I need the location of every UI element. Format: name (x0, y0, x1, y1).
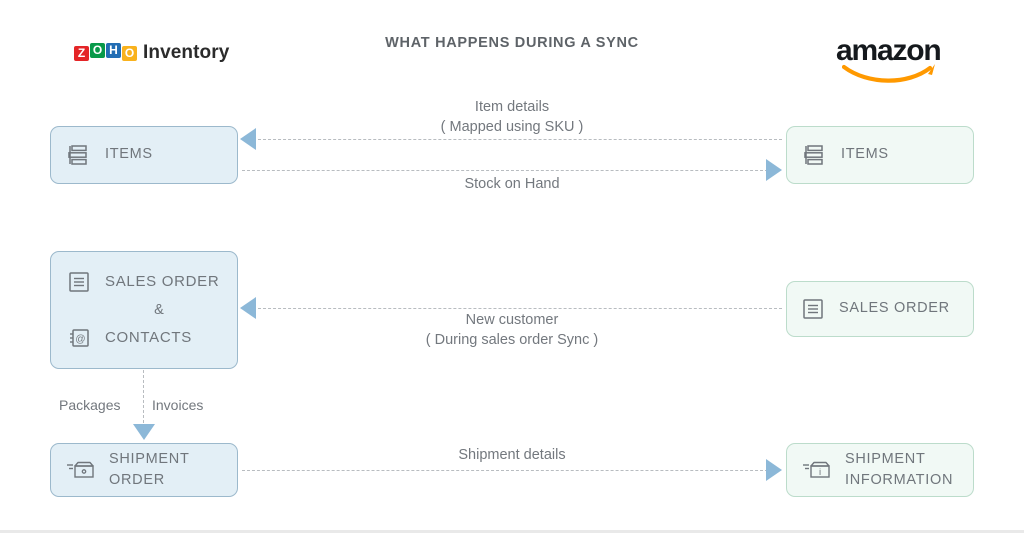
bottom-divider (0, 530, 1024, 533)
connector-shipment-details-arrowhead (766, 459, 782, 481)
node-shipment-information-right-line1: SHIPMENT (845, 450, 926, 467)
zoho-inventory-logo: Z O H O Inventory (74, 42, 229, 64)
amazon-smile-icon (842, 64, 935, 83)
connector-new-customer-line (258, 308, 782, 309)
node-shipment-order-left-line2: ORDER (109, 472, 165, 488)
connector-internal-flow-arrowhead (133, 424, 155, 440)
node-shipment-order-left[interactable]: SHIPMENT ORDER (50, 443, 238, 497)
connector-stock-on-hand-arrowhead (766, 159, 782, 181)
connector-packages-label: Packages (59, 397, 121, 413)
node-items-right-label: ITEMS (841, 146, 889, 163)
document-lines-icon (801, 297, 825, 321)
connector-stock-on-hand-line1: Stock on Hand (464, 176, 560, 192)
node-shipment-order-left-line1: SHIPMENT (109, 450, 190, 467)
connector-item-details-line2: ( Mapped using SKU ) (440, 118, 584, 135)
node-shipment-information-right[interactable]: i SHIPMENT INFORMATION (786, 443, 974, 497)
zoho-tile-o1: O (90, 42, 105, 58)
node-shipment-order-left-label: SHIPMENT ORDER (109, 449, 190, 491)
node-items-right[interactable]: ITEMS (786, 126, 974, 184)
amazon-wordmark: amazon (836, 34, 942, 67)
contacts-row: @ CONTACTS (51, 321, 237, 355)
connector-new-customer-label: New customer ( During sales order Sync ) (372, 311, 652, 350)
page-title: WHAT HAPPENS DURING A SYNC (385, 35, 639, 51)
node-shipment-information-right-label: SHIPMENT INFORMATION (845, 449, 953, 491)
node-items-left-label: ITEMS (105, 146, 153, 163)
connector-item-details-label: Item details ( Mapped using SKU ) (372, 98, 652, 137)
sales-order-row: SALES ORDER (51, 265, 237, 299)
connector-stock-on-hand-label: Stock on Hand (372, 175, 652, 195)
node-sales-order-right-label: SALES ORDER (839, 300, 950, 317)
connector-item-details-arrowhead (240, 128, 256, 150)
zoho-logo-mark: Z O H O (74, 42, 137, 61)
connector-shipment-details-line (242, 470, 768, 471)
connector-new-customer-arrowhead (240, 297, 256, 319)
zoho-tile-o2: O (122, 45, 137, 61)
node-sales-order-contacts-left[interactable]: SALES ORDER & @ CONTACTS (50, 251, 238, 369)
items-list-icon (801, 142, 827, 168)
amazon-logo: amazon (836, 34, 944, 83)
contacts-at-icon: @ (67, 326, 91, 350)
connector-stock-on-hand-line (242, 170, 768, 171)
node-items-left[interactable]: ITEMS (50, 126, 238, 184)
connector-item-details-line1: Item details (474, 99, 550, 115)
node-sales-order-conjunction: & (154, 302, 164, 318)
connector-invoices-label: Invoices (152, 397, 204, 413)
package-info-icon: i (801, 457, 831, 483)
node-sales-order-left-label: SALES ORDER (105, 273, 220, 291)
zoho-inventory-wordmark: Inventory (143, 42, 230, 63)
items-list-icon (65, 142, 91, 168)
svg-text:i: i (819, 467, 821, 478)
connector-new-customer-line2: ( During sales order Sync ) (425, 331, 599, 348)
svg-text:@: @ (75, 334, 85, 345)
connector-shipment-details-label: Shipment details (372, 446, 652, 466)
connector-shipment-details-line1: Shipment details (458, 447, 566, 463)
connector-new-customer-line1: New customer (465, 312, 559, 328)
connector-internal-flow-line (143, 370, 144, 428)
package-box-icon (65, 457, 95, 483)
zoho-tile-z: Z (74, 45, 89, 61)
node-shipment-information-right-line2: INFORMATION (845, 472, 954, 488)
document-lines-icon (67, 270, 91, 294)
zoho-tile-h: H (106, 42, 121, 58)
connector-item-details-line (258, 139, 782, 140)
node-contacts-left-label: CONTACTS (105, 329, 192, 347)
node-sales-order-right[interactable]: SALES ORDER (786, 281, 974, 337)
